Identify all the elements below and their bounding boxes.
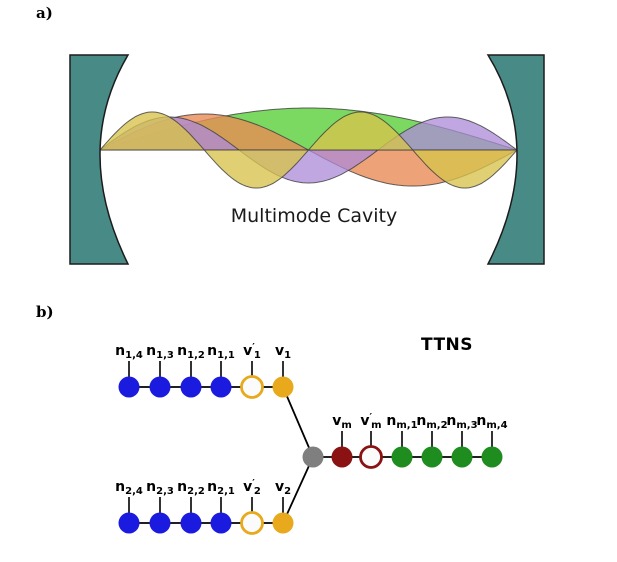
node-label: v2 <box>275 479 291 497</box>
cavity-mode-waves <box>98 107 519 189</box>
node-n-1-3 <box>149 376 171 398</box>
node-v-1 <box>272 376 294 398</box>
node-n-2-1 <box>210 512 232 534</box>
node-n-2-4 <box>118 512 140 534</box>
node-label: nm,1 <box>386 413 417 431</box>
node-hub <box>302 446 324 468</box>
node-label: vm <box>332 413 352 431</box>
node-label: n1,2 <box>177 343 205 361</box>
node-label: nm,2 <box>416 413 447 431</box>
branch-edge-v1-hub <box>282 386 314 458</box>
node-n-1-4 <box>118 376 140 398</box>
node-label: n2,3 <box>146 479 174 497</box>
node-label: v′2 <box>243 478 261 497</box>
node-label: n1,3 <box>146 343 174 361</box>
node-vp-m <box>359 445 383 469</box>
node-label: n2,4 <box>115 479 143 497</box>
node-n-2-2 <box>180 512 202 534</box>
panel-a-label: a) <box>36 4 53 22</box>
mode-yellow <box>98 111 519 189</box>
node-n-m-1 <box>391 446 413 468</box>
ttns-nodes <box>118 375 503 535</box>
node-vp-1 <box>240 375 264 399</box>
node-n-m-3 <box>451 446 473 468</box>
branch-edge-v2-hub <box>282 456 314 524</box>
node-label: v1 <box>275 343 291 361</box>
right-cavity-mirror <box>486 54 545 265</box>
node-label: n2,1 <box>207 479 235 497</box>
node-v-2 <box>272 512 294 534</box>
node-label: nm,3 <box>446 413 477 431</box>
node-label: nm,4 <box>476 413 507 431</box>
node-label: n1,1 <box>207 343 235 361</box>
ttns-title: TTNS <box>420 335 474 355</box>
cavity-caption: Multimode Cavity <box>230 205 398 227</box>
node-n-1-1 <box>210 376 232 398</box>
node-n-2-3 <box>149 512 171 534</box>
left-cavity-mirror <box>69 54 130 265</box>
node-label: n2,2 <box>177 479 205 497</box>
panel-b-label: b) <box>36 303 54 321</box>
node-label: v′1 <box>243 342 261 361</box>
node-vp-2 <box>240 511 264 535</box>
node-n-1-2 <box>180 376 202 398</box>
node-label: n1,4 <box>115 343 143 361</box>
node-n-m-4 <box>481 446 503 468</box>
node-n-m-2 <box>421 446 443 468</box>
node-v-m <box>331 446 353 468</box>
node-label: v′m <box>360 412 381 431</box>
